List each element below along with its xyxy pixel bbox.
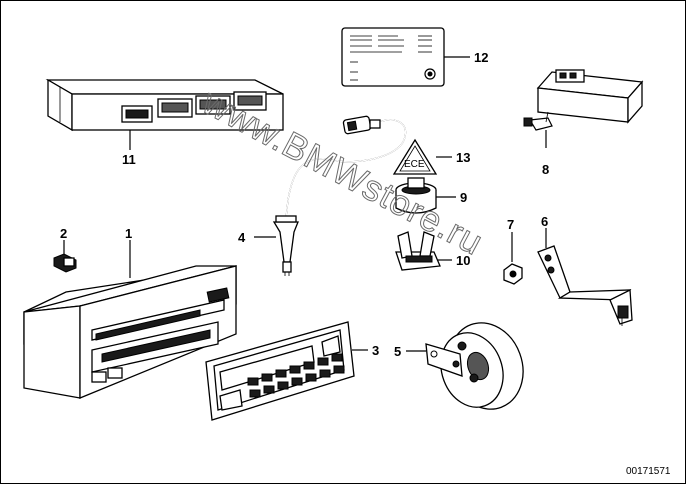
part-number-3: 3 [372,343,379,358]
part-7-nut[interactable] [503,263,523,285]
part-number-5: 5 [394,344,401,359]
part-13-warning-label[interactable]: ECE [392,138,438,175]
part-6-bracket[interactable] [537,245,633,326]
part-10-holder[interactable] [395,231,441,271]
part-3-front-panel[interactable] [205,321,355,421]
reference-code: 00171571 [626,466,671,477]
part-number-7: 7 [507,217,514,232]
part-number-2: 2 [60,226,67,241]
panel-buttons [247,353,345,398]
part-4-temperature-sensor[interactable] [272,115,407,276]
part-number-6: 6 [541,214,548,229]
part-number-9: 9 [460,190,467,205]
part-number-10: 10 [456,253,470,268]
part-5-horn[interactable] [425,312,535,419]
part-number-11: 11 [122,152,136,167]
part-9-connector[interactable] [395,177,437,214]
part-2-plug[interactable] [53,253,77,273]
part-11-control-unit[interactable] [45,78,284,132]
part-number-8: 8 [542,162,549,177]
part-number-1: 1 [125,226,132,241]
part-8-relay-module[interactable] [523,69,644,131]
part-number-12: 12 [474,50,488,65]
warning-symbol-text: ECE [404,159,425,170]
part-1-radio[interactable] [23,265,237,399]
part-number-13: 13 [456,150,470,165]
part-12-label[interactable] [341,27,445,87]
part-number-4: 4 [238,230,246,245]
